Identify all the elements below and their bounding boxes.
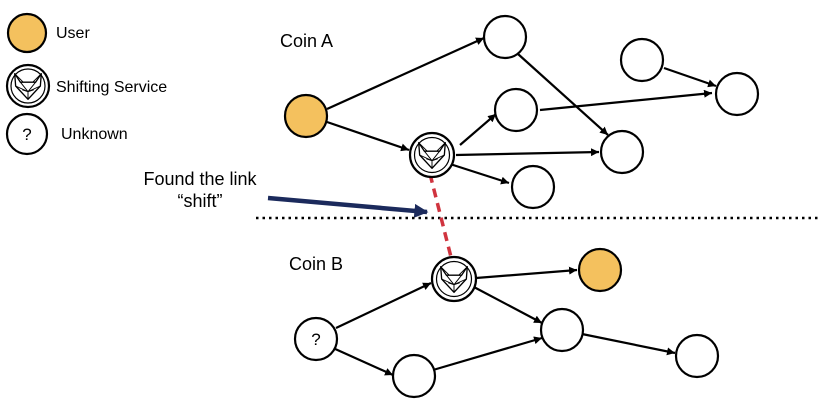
coin-b-unknown-node: [293, 316, 339, 362]
legend-service-node: [5, 63, 51, 109]
legend-user-node: [6, 12, 48, 54]
coin-a-node: [493, 87, 539, 133]
coin-a-nodes: [283, 14, 760, 210]
coin-b-edges: [332, 266, 676, 377]
legend: User Shifting Service ? Unknown: [5, 12, 167, 156]
annotation-line-2: “shift”: [178, 191, 223, 211]
coin-b-node: [674, 333, 720, 379]
coin-a-edges: [326, 36, 717, 185]
legend-service-label: Shifting Service: [56, 79, 167, 96]
coin-b-user-node: [577, 247, 623, 293]
coin-a-node: [482, 14, 528, 60]
coin-b-nodes: [293, 247, 720, 399]
coin-b-node: [539, 307, 585, 353]
annotation-arrow: [267, 195, 429, 218]
annotation-line-1: Found the link: [143, 169, 257, 189]
coin-a-node: [714, 71, 760, 117]
coin-b-label: Coin B: [289, 254, 343, 274]
legend-unknown-node: [5, 112, 49, 156]
coin-a-user-node: [283, 93, 329, 139]
legend-unknown-symbol: ?: [22, 125, 31, 144]
coin-a-node: [619, 37, 665, 83]
legend-user-label: User: [56, 25, 90, 42]
coin-b-unknown-symbol: ?: [311, 330, 320, 349]
coin-b-node: [391, 353, 437, 399]
coin-a-label: Coin A: [280, 31, 333, 51]
legend-unknown-label: Unknown: [61, 126, 128, 143]
coin-a-service-node: [408, 131, 456, 179]
coin-b-service-node: [430, 255, 478, 303]
coin-a-node: [599, 129, 645, 175]
coin-a-node: [510, 164, 556, 210]
